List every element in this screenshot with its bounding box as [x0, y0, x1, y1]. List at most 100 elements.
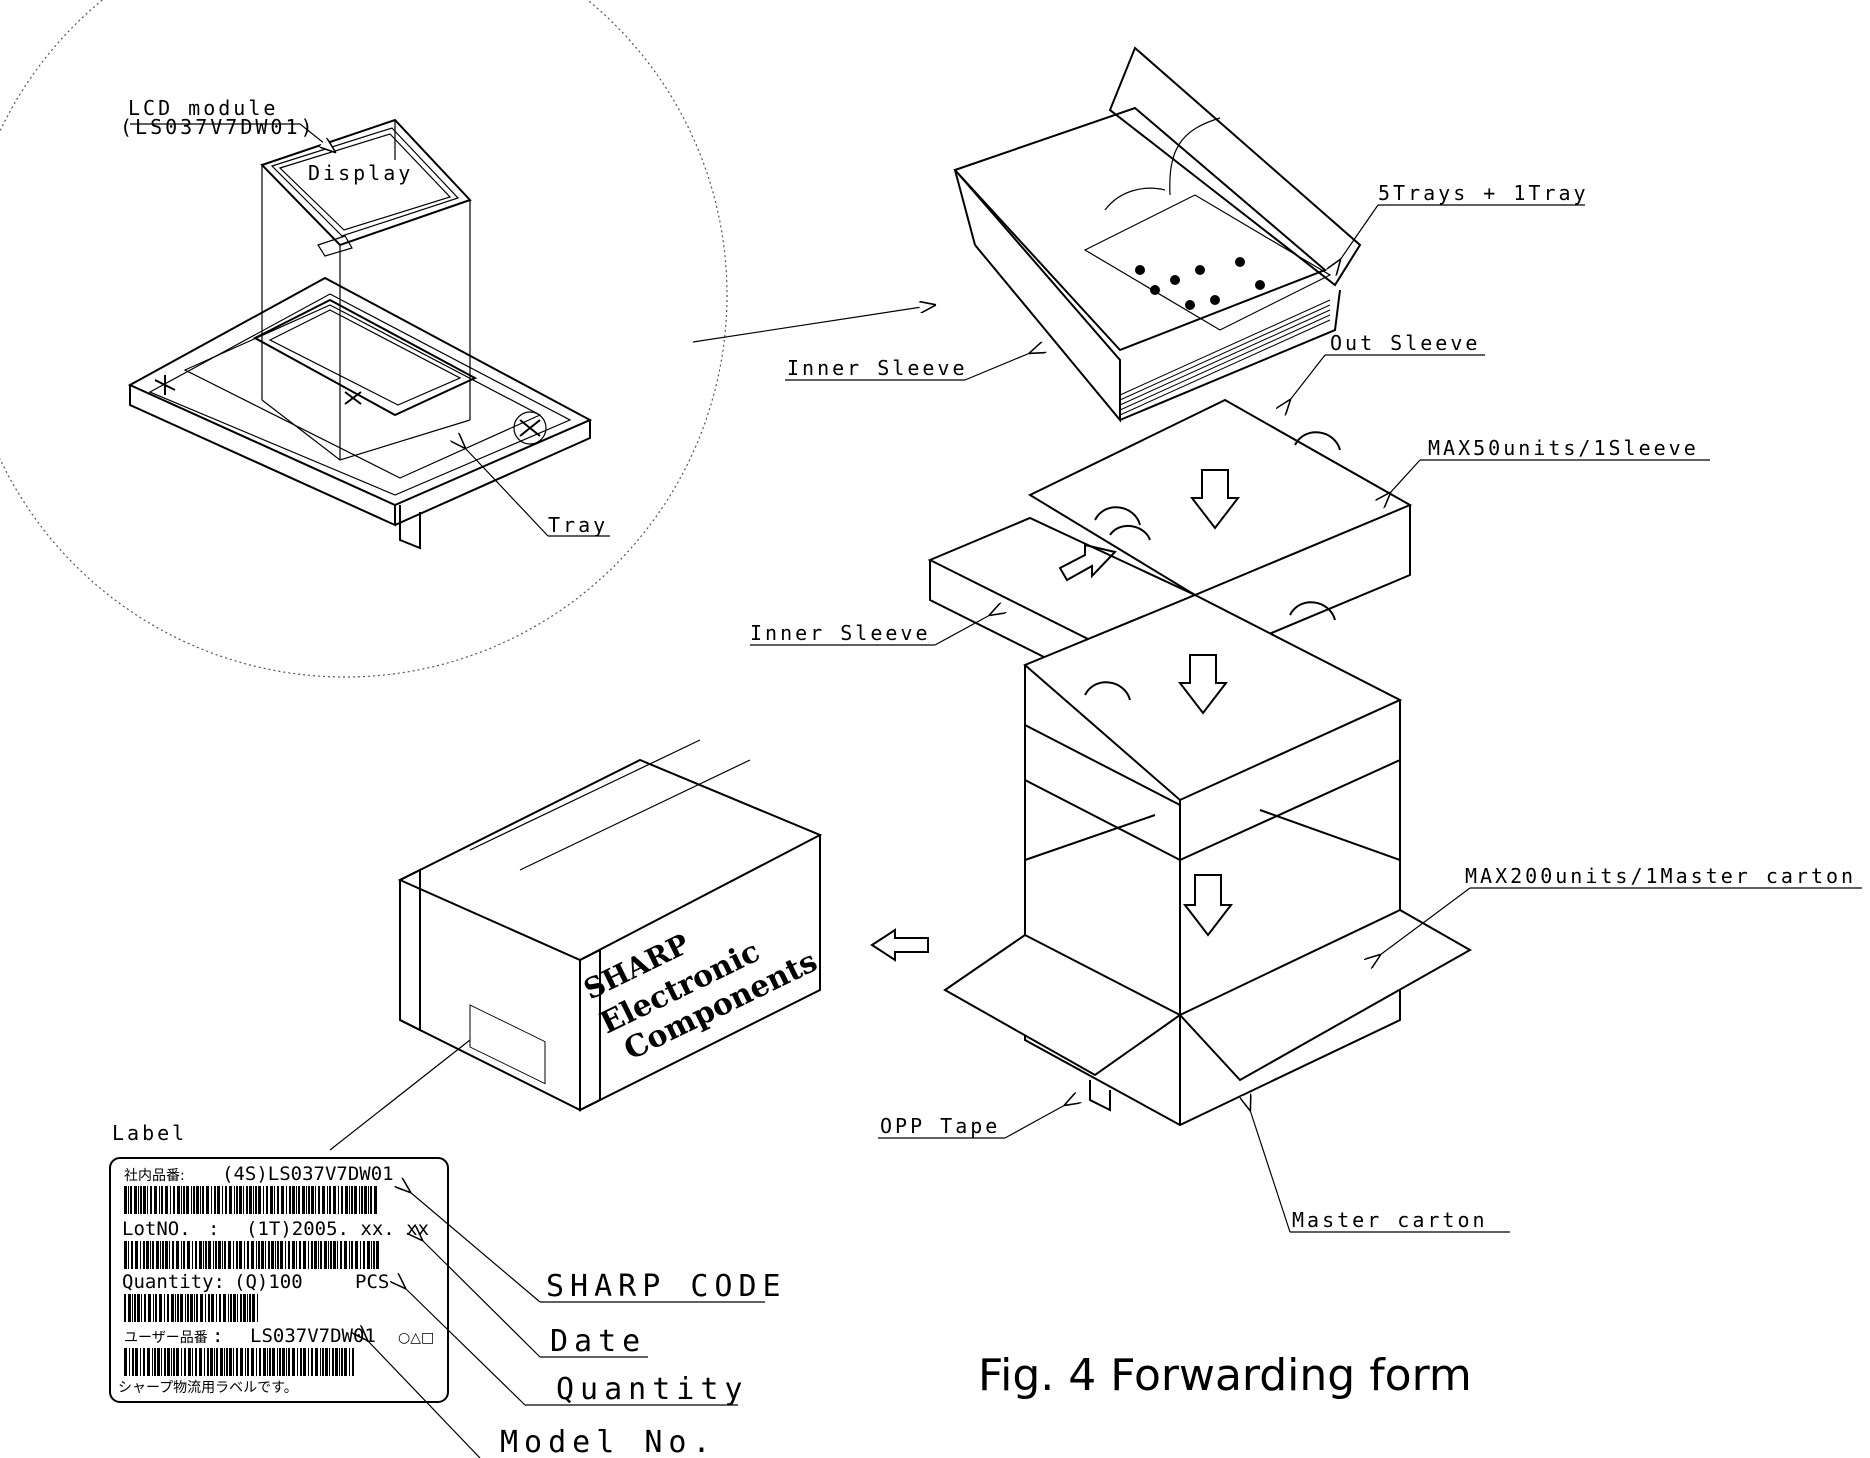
barcode-bar: [296, 1241, 297, 1269]
barcode-bar: [282, 1348, 285, 1376]
barcode-bar: [205, 1294, 206, 1322]
barcode-bar: [281, 1186, 284, 1214]
barcode-bar: [223, 1294, 226, 1322]
barcode-bar: [302, 1186, 305, 1214]
barcode-bar: [277, 1241, 279, 1269]
barcode-bar: [303, 1348, 306, 1376]
barcode-bar: [186, 1186, 189, 1214]
barcode-bar: [297, 1348, 298, 1376]
barcode-bar: [245, 1348, 246, 1376]
barcode-bar: [361, 1186, 363, 1214]
barcode-bar: [289, 1186, 291, 1214]
barcode-bar: [165, 1186, 168, 1214]
barcode-bar: [338, 1186, 339, 1214]
barcode-bar: [374, 1186, 377, 1214]
barcode-bar: [173, 1348, 175, 1376]
barcode-bar: [263, 1186, 264, 1214]
barcode-bar: [330, 1241, 332, 1269]
barcode-bar: [156, 1241, 159, 1269]
barcode-bar: [367, 1241, 370, 1269]
master-carton-closed: [329, 739, 823, 1151]
label-row2-sep: :: [208, 1218, 219, 1240]
barcode-bar: [335, 1348, 338, 1376]
barcode-bar: [251, 1348, 254, 1376]
barcode-bar: [124, 1186, 127, 1214]
barcode-bar: [190, 1294, 193, 1322]
barcode-bar: [194, 1294, 195, 1322]
barcode-bar: [167, 1294, 169, 1322]
barcode-bar: [130, 1186, 132, 1214]
barcode-bar: [340, 1241, 342, 1269]
barcode-bar: [155, 1294, 157, 1322]
barcode-bar: [129, 1348, 130, 1376]
barcode-bar: [298, 1186, 300, 1214]
barcode-bar: [220, 1348, 223, 1376]
barcode-bar: [243, 1186, 244, 1214]
barcode-bar: [286, 1186, 287, 1214]
barcode-bar: [196, 1294, 198, 1322]
opp-tape-callout: OPP Tape: [880, 1114, 1000, 1138]
label-row4-value: LS037V7DW01: [250, 1325, 376, 1347]
barcode-bar: [328, 1241, 329, 1269]
barcode-bar: [199, 1348, 202, 1376]
barcode-bar: [219, 1294, 221, 1322]
barcode-bar: [154, 1348, 156, 1376]
barcode-bar: [363, 1241, 365, 1269]
barcode-bar: [135, 1348, 138, 1376]
barcode-bar: [325, 1348, 328, 1376]
barcode-bar: [261, 1241, 264, 1269]
barcode-bar: [274, 1186, 275, 1214]
display-label: Display: [308, 161, 413, 185]
barcode-bar: [225, 1186, 227, 1214]
barcode-bar: [236, 1241, 238, 1269]
barcode-bar: [183, 1241, 185, 1269]
barcode: [124, 1186, 377, 1214]
barcode-bar: [233, 1294, 236, 1322]
barcode: [124, 1294, 258, 1322]
barcode-bar: [154, 1186, 157, 1214]
barcode-bar: [318, 1186, 320, 1214]
barcode-bar: [181, 1348, 182, 1376]
barcode-bar: [275, 1241, 276, 1269]
master-carton-callout: Master carton: [1292, 1208, 1488, 1232]
barcode-bar: [140, 1186, 142, 1214]
barcode-bar: [229, 1186, 232, 1214]
barcode: [124, 1348, 354, 1376]
barcode-bar: [322, 1186, 325, 1214]
barcode-bar: [171, 1348, 172, 1376]
barcode-bar: [280, 1241, 283, 1269]
barcode-bar: [159, 1186, 160, 1214]
barcode-bar: [249, 1186, 252, 1214]
barcode-bar: [269, 1348, 271, 1376]
barcode-bar: [134, 1294, 136, 1322]
barcode-bar: [349, 1241, 350, 1269]
barcode-bar: [177, 1294, 179, 1322]
barcode-bar: [135, 1241, 138, 1269]
barcode-bar: [188, 1348, 191, 1376]
barcode-bar: [176, 1241, 179, 1269]
barcode-bar: [296, 1186, 297, 1214]
barcode-bar: [311, 1241, 313, 1269]
barcode-bar: [199, 1241, 202, 1269]
barcode-bar: [236, 1186, 238, 1214]
label-row3-value: (Q)100: [234, 1271, 303, 1293]
shipping-label: [109, 1157, 765, 1458]
barcode-bar: [271, 1241, 274, 1269]
barcode-bar: [252, 1294, 255, 1322]
barcode-bar: [165, 1241, 168, 1269]
model-no-pointer: Model No.: [500, 1425, 717, 1458]
barcode-bar: [315, 1186, 316, 1214]
barcode-bar: [150, 1186, 152, 1214]
barcode-bar: [308, 1186, 310, 1214]
barcode-bar: [175, 1294, 176, 1322]
barcode: [124, 1241, 379, 1269]
detail-circle: [0, 0, 728, 678]
barcode-bar: [277, 1348, 278, 1376]
barcode-bar: [239, 1241, 242, 1269]
barcode-bar: [354, 1186, 357, 1214]
out-sleeve-callout: Out Sleeve: [1330, 331, 1480, 355]
barcode-bar: [240, 1348, 243, 1376]
barcode-bar: [128, 1294, 131, 1322]
barcode-bar: [181, 1186, 182, 1214]
barcode-bar: [247, 1241, 249, 1269]
